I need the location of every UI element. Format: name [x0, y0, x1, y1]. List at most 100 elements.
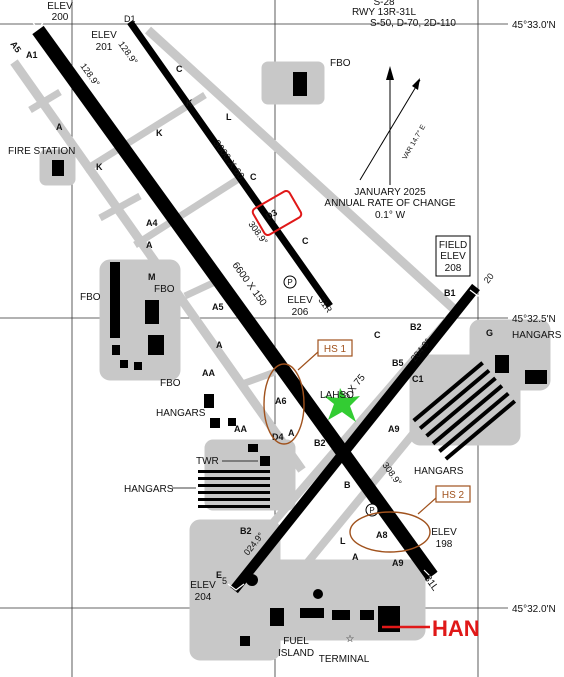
svg-text:G: G — [486, 328, 493, 338]
header: S-28 RWY 13R-31L S-50, D-70, 2D-110 — [352, 0, 456, 29]
svg-text:L: L — [340, 536, 346, 546]
svg-text:A8: A8 — [376, 530, 388, 540]
svg-text:B: B — [344, 480, 351, 490]
elev-label-31r: ELEV — [287, 295, 313, 306]
runway-end-d1: D1 — [124, 14, 136, 24]
fuel-island-label-1: FUEL — [283, 636, 309, 647]
fuel-island-marker — [313, 589, 323, 599]
runway-parallel — [127, 19, 333, 309]
svg-text:ELEV: ELEV — [440, 251, 466, 262]
svg-text:A4: A4 — [146, 218, 158, 228]
fbo-label-mid: FBO — [154, 284, 175, 295]
svg-text:P: P — [287, 278, 292, 287]
runway-header: RWY 13R-31L — [352, 7, 417, 18]
lat-label-3: 45°32.0'N — [512, 604, 556, 615]
svg-text:P: P — [369, 506, 374, 515]
svg-text:K: K — [186, 98, 193, 108]
svg-text:AA: AA — [202, 368, 215, 378]
svg-text:A5: A5 — [212, 302, 224, 312]
elev-label-d1: ELEV — [91, 30, 117, 41]
magvar-title: JANUARY 2025 — [354, 187, 426, 198]
svg-text:A: A — [288, 428, 295, 438]
svg-text:L: L — [226, 112, 232, 122]
handwritten-annotation: HAN — [382, 616, 480, 641]
elev-value-a5: 200 — [52, 12, 69, 23]
north-arrow-icon — [412, 78, 420, 90]
svg-text:B1: B1 — [444, 288, 456, 298]
highlight-d3: D3 — [251, 189, 303, 237]
svg-text:HS 2: HS 2 — [442, 490, 465, 501]
hangars-label-south: HANGARS — [124, 484, 174, 495]
hangar-rows-west — [198, 470, 270, 508]
fbo-building-north — [293, 72, 307, 96]
header-line1: S-28 — [373, 0, 395, 8]
elev-value-31l: 198 — [436, 539, 453, 550]
buildings — [52, 72, 547, 646]
svg-text:B5: B5 — [392, 358, 404, 368]
runway-end-31r: 31R — [316, 295, 334, 315]
runway-end-20: 20 — [482, 271, 496, 285]
pavement — [10, 26, 551, 661]
svg-text:A: A — [352, 552, 359, 562]
svg-text:C: C — [302, 236, 309, 246]
svg-text:E: E — [216, 570, 222, 580]
runway-end-5: 5 — [222, 576, 227, 586]
parallel-heading-top: 128.9° — [116, 39, 140, 66]
field-elevation-box: FIELD ELEV 208 — [435, 235, 471, 277]
svg-text:A1: A1 — [26, 50, 38, 60]
svg-text:M: M — [148, 272, 156, 282]
lat-label-2: 45°32.5'N — [512, 314, 556, 325]
svg-text:208: 208 — [445, 263, 462, 274]
strength-header: S-50, D-70, 2D-110 — [370, 18, 456, 29]
svg-text:A: A — [146, 240, 153, 250]
elev-value-31r: 206 — [292, 307, 309, 318]
lat-label-1: 45°33.0'N — [512, 20, 556, 31]
fire-station-label: FIRE STATION — [8, 146, 75, 157]
svg-text:AA: AA — [234, 424, 247, 434]
twr-label: TWR — [196, 456, 219, 467]
magvar-subtitle: ANNUAL RATE OF CHANGE — [324, 198, 455, 209]
fbo-label-north: FBO — [330, 58, 351, 69]
runway-end-a5: A5 — [8, 39, 23, 54]
svg-text:B2: B2 — [240, 526, 252, 536]
hotspot-1: HS 1 — [263, 339, 353, 445]
svg-text:C1: C1 — [412, 374, 424, 384]
control-tower — [260, 456, 270, 466]
svg-text:B2: B2 — [314, 438, 326, 448]
magvar-var: VAR 14.7° E — [401, 123, 428, 161]
fuel-island-label-2: ISLAND — [278, 648, 314, 659]
svg-text:K: K — [96, 162, 103, 172]
hangar-rows-east — [412, 361, 517, 461]
lahso-marker — [324, 388, 360, 422]
svg-text:A9: A9 — [392, 558, 404, 568]
svg-text:A9: A9 — [388, 424, 400, 434]
runway-cross — [230, 283, 480, 594]
svg-text:D4: D4 — [272, 432, 284, 442]
svg-text:C: C — [176, 64, 183, 74]
svg-text:B2: B2 — [410, 322, 422, 332]
hangars-label-east: HANGARS — [512, 330, 562, 341]
svg-text:C: C — [250, 172, 257, 182]
fire-station-building — [52, 160, 64, 176]
parallel-runway-dims: 3600 X 60 — [211, 138, 247, 182]
svg-text:A: A — [56, 122, 63, 132]
svg-text:K: K — [156, 128, 163, 138]
elev-label-a5: ELEV — [47, 1, 73, 12]
lahso-label: LAHSO — [320, 390, 354, 401]
elev-label-5: ELEV — [190, 580, 216, 591]
svg-text:HAN: HAN — [432, 616, 480, 641]
svg-text:C: C — [374, 330, 381, 340]
hotspot-2: HS 2 — [349, 485, 471, 553]
svg-text:FIELD: FIELD — [439, 240, 467, 251]
taxiway-labels: A1 A K K K C C C C L A4 A M A5 A AA AA A… — [26, 50, 493, 580]
elev-value-d1: 201 — [96, 42, 113, 53]
hangars-label-west: HANGARS — [156, 408, 206, 419]
magnetic-variation: VAR 14.7° E JANUARY 2025 ANNUAL RATE OF … — [324, 66, 456, 221]
terminal-star-icon: ☆ — [346, 634, 355, 645]
hangars-label-se: HANGARS — [414, 466, 464, 477]
elev-value-5: 204 — [195, 592, 212, 603]
runways — [29, 19, 487, 594]
svg-text:D3: D3 — [264, 207, 279, 221]
elev-label-31l: ELEV — [431, 527, 457, 538]
